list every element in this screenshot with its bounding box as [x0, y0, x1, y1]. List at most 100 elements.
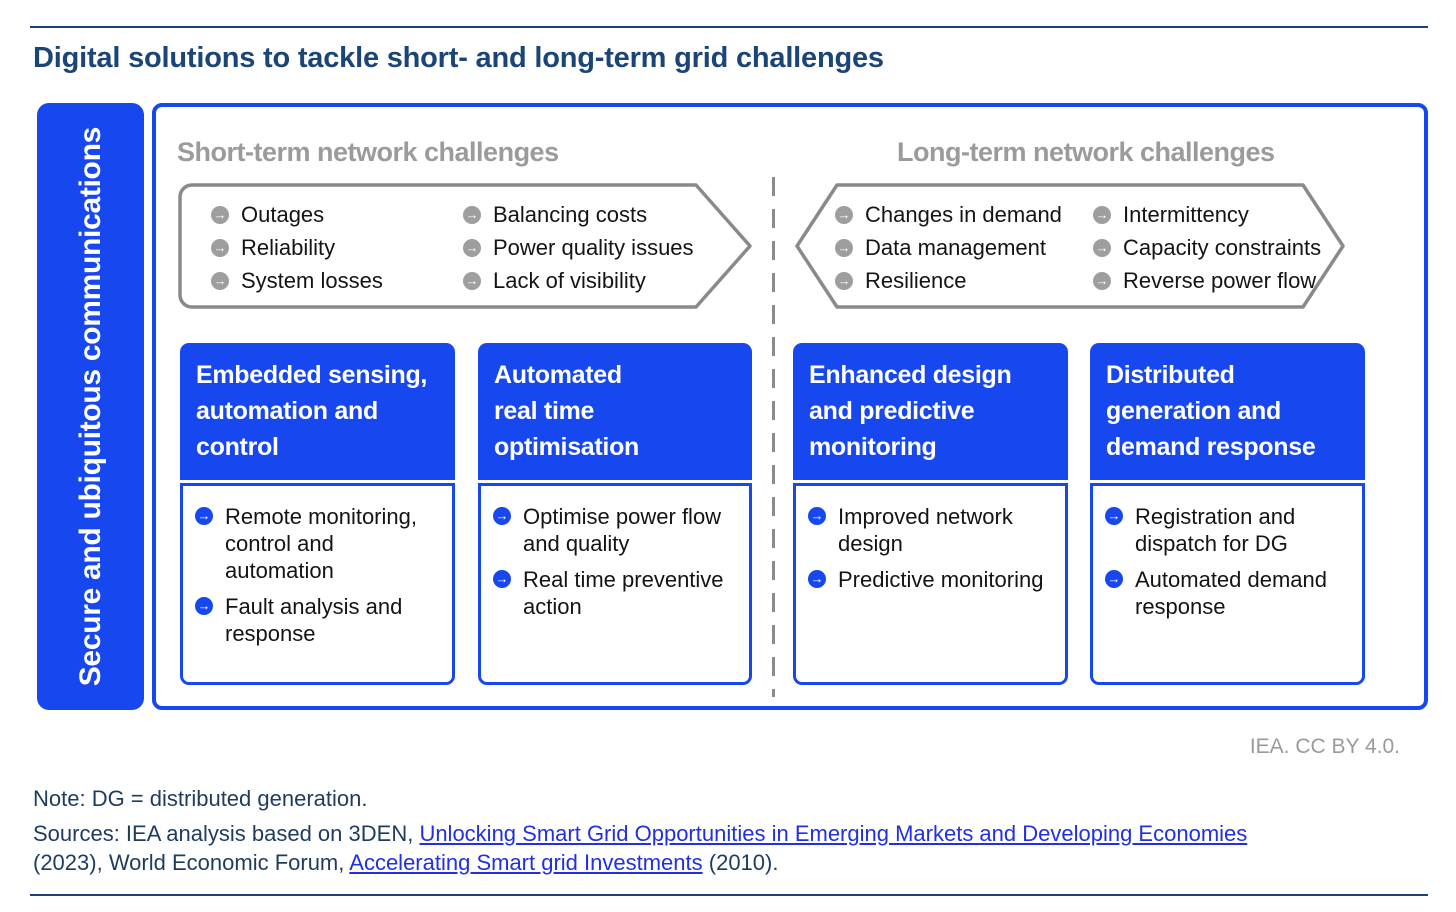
arrow-bullet-icon: → — [808, 507, 826, 525]
arrow-bullet-icon: → — [195, 597, 213, 615]
sidebar-secure-communications: Secure and ubiquitous communications — [37, 103, 144, 710]
arrow-bullet-icon: → — [463, 238, 481, 257]
challenge-label: Resilience — [865, 267, 967, 293]
card-distributed-generation: Distributed generation and demand respon… — [1090, 343, 1365, 685]
top-divider — [30, 26, 1428, 28]
card-item: → Predictive monitoring — [808, 566, 1059, 593]
card-item: →Remote monitoring, control and automati… — [195, 503, 446, 584]
challenge-label: Power quality issues — [493, 234, 694, 260]
arrow-bullet-icon: → — [211, 271, 229, 290]
card-item: → Fault analysis and response — [195, 593, 446, 647]
arrow-bullet-icon: → — [493, 570, 511, 588]
arrow-bullet-icon: → — [463, 271, 481, 290]
challenge-label: Changes in demand — [865, 201, 1062, 227]
card-item: → Automated demand response — [1105, 566, 1356, 620]
challenge-item: →Reverse power flow — [1093, 264, 1321, 297]
card-title-line: generation and — [1106, 397, 1281, 425]
card-title-line: Embedded sensing, — [196, 361, 428, 389]
card-title-line: demand response — [1106, 433, 1316, 461]
card-embedded-sensing: Embedded sensing, automation and control… — [180, 343, 455, 685]
card-item: → Optimise power flow and quality — [493, 503, 743, 557]
sources-mid: (2023), World Economic Forum, — [33, 850, 350, 875]
challenge-label: Reliability — [241, 234, 336, 260]
card-item-label: Remote monitoring, control and automatio… — [225, 504, 417, 583]
arrow-bullet-icon: → — [1105, 570, 1123, 588]
short-term-challenge-list-1: → Outages → Reliability → System losses — [211, 198, 463, 309]
card-item-label: Optimise power flow and quality — [523, 504, 722, 556]
challenge-item: → Resilience — [835, 264, 1093, 297]
card-item-label: Fault analysis and response — [225, 594, 403, 646]
card-item-label: Registration and dispatch for DG — [1135, 504, 1296, 556]
long-term-challenge-list-2: → Intermittency →Capacity constraints →Re… — [1093, 198, 1321, 309]
challenge-item: → Power quality issues — [463, 231, 694, 264]
challenge-label: Data management — [865, 234, 1046, 260]
card-item-label: Predictive monitoring — [838, 567, 1044, 592]
long-term-challenge-list-1: → Changes in demand → Data management → Res… — [835, 198, 1093, 309]
card-title: Embedded sensing, automation and control — [180, 343, 455, 480]
grid-challenges-diagram: Secure and ubiquitous communications Sho… — [37, 103, 1428, 710]
arrow-bullet-icon: → — [808, 570, 826, 588]
arrow-bullet-icon: → — [211, 238, 229, 257]
card-title-line: Distributed — [1106, 361, 1235, 389]
arrow-bullet-icon: → — [1105, 507, 1123, 525]
card-item: → Real time preventive action — [493, 566, 743, 620]
sources-prefix: Sources: IEA analysis based on 3DEN, — [33, 821, 420, 846]
card-title-line: optimisation — [494, 433, 640, 461]
card-item: → Improved network design — [808, 503, 1059, 557]
challenge-label: Outages — [241, 201, 325, 227]
challenge-label: Intermittency — [1123, 201, 1249, 227]
challenge-label: Balancing costs — [493, 201, 648, 227]
card-body: → Improved network design → Predictive mon… — [793, 483, 1068, 685]
short-term-challenge-list-2: → Balancing costs → Power quality issues →… — [463, 198, 694, 309]
card-title-line: control — [196, 433, 279, 461]
card-title-line: Enhanced design — [809, 361, 1012, 389]
card-item-label: Improved network design — [838, 504, 1013, 556]
challenge-item: → Reliability — [211, 231, 463, 264]
challenge-item: → Data management — [835, 231, 1093, 264]
attribution-label: IEA. CC BY 4.0. — [1249, 735, 1400, 758]
arrow-bullet-icon: → — [1093, 205, 1111, 224]
challenge-label: Reverse power flow — [1123, 267, 1317, 293]
short-term-heading: Short-term network challenges — [177, 137, 559, 167]
long-term-challenges-box: → Changes in demand → Data management → Res… — [795, 183, 1345, 309]
long-term-heading: Long-term network challenges — [897, 137, 1275, 167]
challenge-label: Lack of visibility — [493, 267, 646, 293]
short-term-challenges-box: → Outages → Reliability → System losses → Ba… — [178, 183, 752, 309]
challenge-label: System losses — [241, 267, 383, 293]
card-item-label: Real time preventive action — [523, 567, 724, 619]
card-item-label: Automated demand response — [1135, 567, 1328, 619]
arrow-bullet-icon: → — [835, 205, 853, 224]
source-link-unlocking-smart-grid[interactable]: Unlocking Smart Grid Opportunities in Em… — [419, 821, 1248, 846]
arrow-bullet-icon: → — [211, 205, 229, 224]
card-body: → Registration and dispatch for DG → Autom… — [1090, 483, 1365, 685]
arrow-bullet-icon: → — [463, 205, 481, 224]
card-item: → Registration and dispatch for DG — [1105, 503, 1356, 557]
card-body: → Remote monitoring, control and automati… — [180, 483, 455, 685]
page-title: Digital solutions to tackle short- and l… — [33, 42, 884, 74]
challenge-item: → Balancing costs — [463, 198, 694, 231]
sources-suffix: (2010). — [702, 850, 779, 875]
challenge-item: → Changes in demand — [835, 198, 1093, 231]
double-arrow-shape — [795, 183, 1345, 309]
arrow-bullet-icon: → — [835, 238, 853, 257]
challenge-item: → Intermittency — [1093, 198, 1321, 231]
card-body: → Optimise power flow and quality → Real t… — [478, 483, 752, 685]
card-automated-optimisation: Automated real time optimisation → Optimi… — [478, 343, 752, 685]
sidebar-label: Secure and ubiquitous communications — [73, 126, 107, 687]
diagram-panel: Short-term network challenges Long-term … — [152, 103, 1428, 710]
card-title: Automated real time optimisation — [478, 343, 752, 480]
card-title-line: real time — [494, 397, 595, 425]
challenge-label: Capacity constraints — [1123, 234, 1322, 260]
card-title-line: monitoring — [809, 433, 937, 461]
dashed-divider — [772, 177, 775, 697]
arrow-bullet-icon: → — [835, 271, 853, 290]
card-title: Enhanced design and predictive monitorin… — [793, 343, 1068, 480]
card-title-line: Automated — [494, 361, 622, 389]
card-title: Distributed generation and demand respon… — [1090, 343, 1365, 480]
bottom-divider — [30, 894, 1428, 896]
note-text: Note: DG = distributed generation. — [33, 786, 368, 811]
sources-text: Sources: IEA analysis based on 3DEN, Unl… — [33, 819, 1303, 877]
source-link-accelerating-investments[interactable]: Accelerating Smart grid Investments — [349, 850, 703, 875]
challenge-item: →Capacity constraints — [1093, 231, 1321, 264]
arrow-bullet-icon: → — [493, 507, 511, 525]
